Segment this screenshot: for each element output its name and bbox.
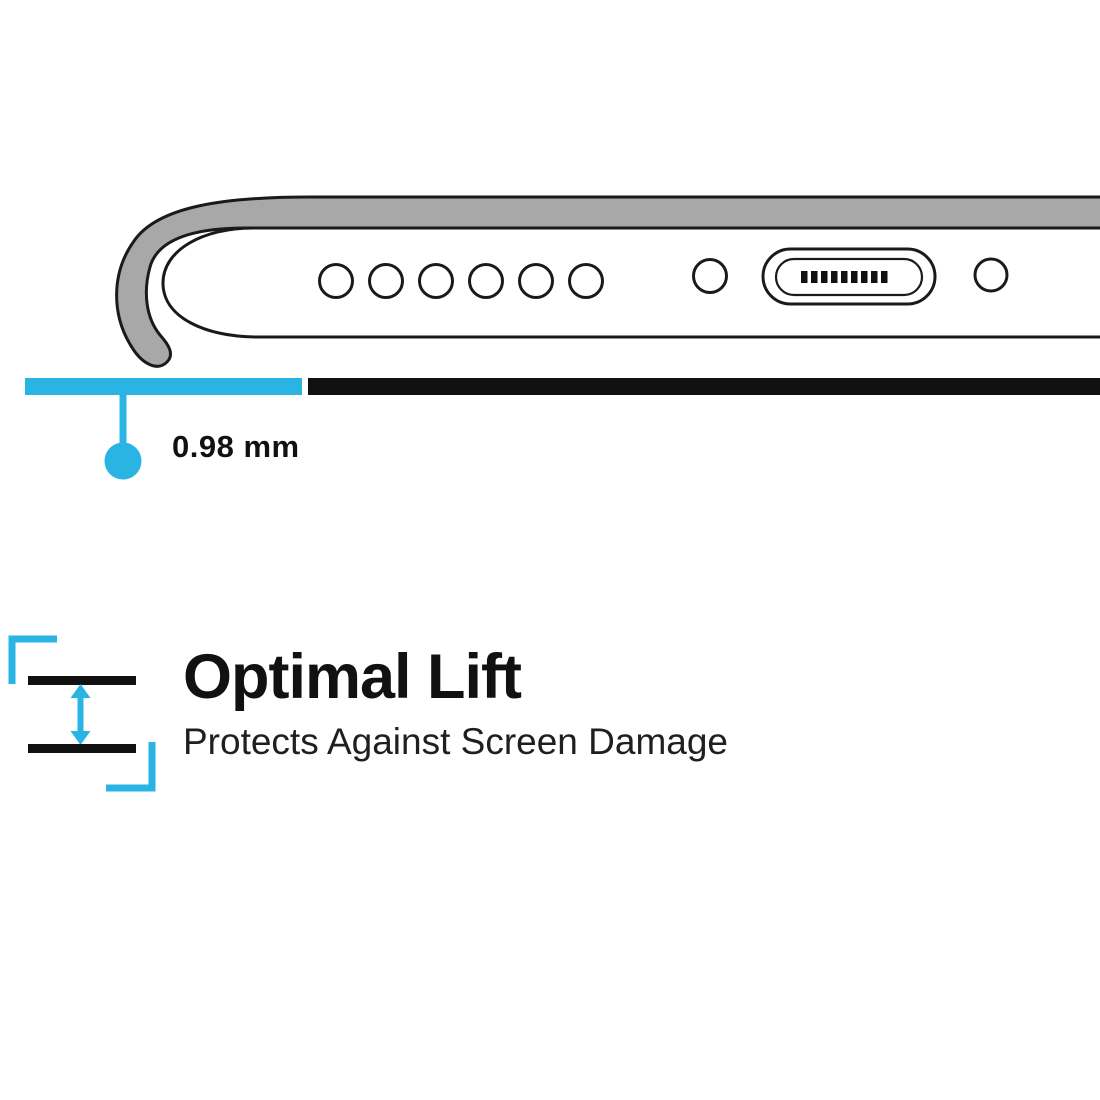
measurement-dot	[104, 442, 142, 480]
case-lip-shape	[115, 195, 1100, 368]
feature-title: Optimal Lift	[183, 642, 522, 712]
phone-body	[161, 226, 1100, 339]
lift-measurement-value: 0.98 mm	[172, 429, 300, 464]
lift-arrow-icon	[70, 684, 91, 745]
speaker-hole	[468, 263, 504, 299]
charging-port-pins	[801, 271, 888, 283]
lift-gap-bar-accent	[25, 378, 302, 395]
mic-hole	[692, 258, 728, 294]
phone-bottom-illustration	[25, 195, 1100, 480]
screw-hole	[973, 257, 1009, 293]
speaker-hole	[418, 263, 454, 299]
charging-port	[761, 247, 937, 306]
lift-gap-bar-dark	[308, 378, 1100, 395]
bracket-bottom-right	[106, 742, 156, 792]
measurement-line	[119, 395, 127, 447]
speaker-hole	[568, 263, 604, 299]
feature-subtitle: Protects Against Screen Damage	[183, 721, 729, 762]
bottom-plate	[28, 744, 136, 753]
top-plate	[28, 676, 136, 685]
speaker-hole	[368, 263, 404, 299]
feature-section: Optimal Lift Protects Against Screen Dam…	[183, 646, 728, 763]
bracket-top-left	[8, 635, 57, 684]
speaker-hole	[318, 263, 354, 299]
speaker-holes	[318, 263, 604, 299]
optimal-lift-icon	[8, 635, 156, 792]
speaker-hole	[518, 263, 554, 299]
